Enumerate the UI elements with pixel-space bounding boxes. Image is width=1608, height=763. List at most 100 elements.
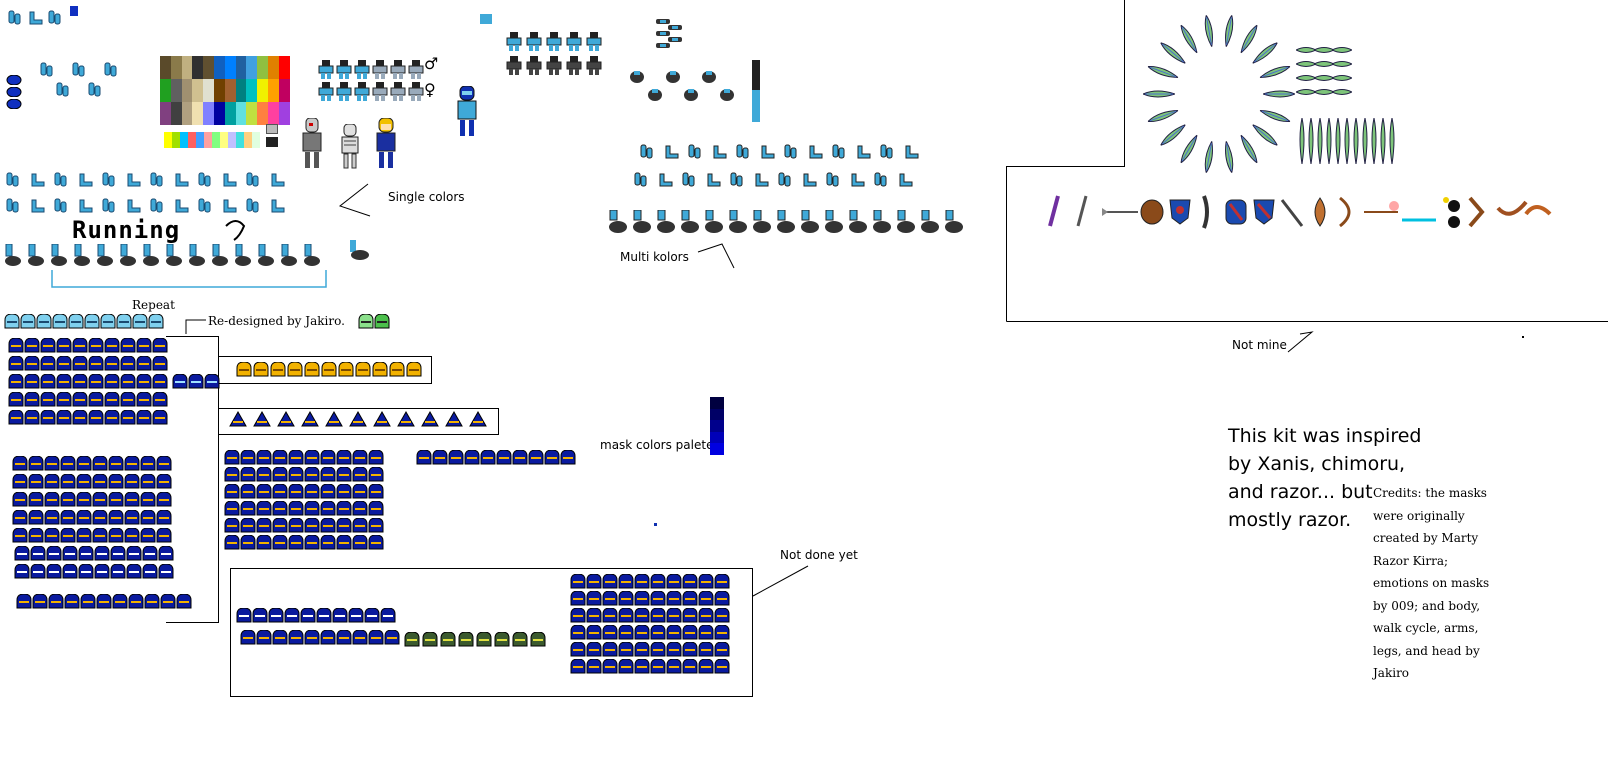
leaf-blade-sprite [1370, 117, 1378, 168]
arm-sprite [736, 144, 752, 164]
body-sprite [390, 60, 406, 84]
arm-sprite [778, 172, 794, 192]
palette-swatch [235, 56, 247, 79]
body-sprite [354, 60, 370, 84]
mask-sprite [352, 500, 368, 520]
mask-sprite [24, 391, 40, 411]
mask-sprite [116, 313, 132, 333]
mask-sprite [714, 590, 730, 610]
mask-sprite [156, 455, 172, 475]
shield-icon [1308, 192, 1344, 236]
palette-swatch [224, 79, 236, 102]
credits-line-8: legs, and head by [1373, 643, 1480, 658]
hand-sprite [6, 82, 22, 101]
mask-sprite [92, 509, 108, 529]
mask-sprite [698, 607, 714, 627]
arm-sprite [270, 198, 286, 218]
mask-sprite [64, 593, 80, 613]
mask-sprite [256, 629, 272, 649]
mask-sprite [94, 545, 110, 565]
mask-sprite [140, 455, 156, 475]
mask-sprite [320, 517, 336, 537]
arm-sprite [246, 198, 262, 218]
mask-sprite [28, 455, 44, 475]
mask-sprite [316, 607, 332, 627]
mask-sprite [92, 473, 108, 493]
mask-sprite [666, 658, 682, 678]
mask-sprite [12, 455, 28, 475]
mask-sprite [88, 373, 104, 393]
hand-sprite [630, 70, 646, 89]
mask-sprite [352, 483, 368, 503]
arm-sprite [222, 172, 238, 192]
leaf-blade-sprite [1146, 61, 1180, 83]
mask-sprite [32, 593, 48, 613]
mask-sprite [602, 641, 618, 661]
mask-sprite [320, 483, 336, 503]
mask-sprite [288, 466, 304, 486]
mask-sprite [78, 563, 94, 583]
mask-sprite [224, 534, 240, 554]
body-sprite [546, 56, 562, 80]
arm-sprite [656, 36, 672, 55]
mask-sprite [76, 509, 92, 529]
hand-sprite [6, 94, 22, 113]
mask-sprite [30, 563, 46, 583]
mask-sprite [120, 373, 136, 393]
body-sprite [408, 60, 424, 84]
mask-sprite [304, 500, 320, 520]
mask-sprite [368, 534, 384, 554]
mask-sprite [56, 337, 72, 357]
leaf-blade-rows [1294, 40, 1400, 168]
mask-sprite [586, 590, 602, 610]
mask-sprite [16, 593, 32, 613]
mask-palette-swatch [710, 420, 724, 433]
mask-sprite [352, 629, 368, 649]
mask-sprite [364, 607, 380, 627]
mask-sprite [304, 483, 320, 503]
mask-palette-swatch [710, 431, 724, 444]
arm-sprite [78, 172, 94, 192]
leaf-blade-sprite [1200, 139, 1217, 175]
arm-sprite [832, 144, 848, 164]
mask-sprite [586, 573, 602, 593]
running-leg-sprite [303, 243, 321, 270]
body-sprite [372, 82, 388, 106]
leaf-blade-sprite [1261, 88, 1297, 100]
mask-sprite [46, 545, 62, 565]
palette-swatch [235, 102, 247, 125]
mask-sprite [682, 590, 698, 610]
running-leg-sprite [27, 243, 45, 270]
hand-sprite [684, 88, 700, 107]
mask-sprite [56, 373, 72, 393]
mask-sprite [368, 500, 384, 520]
sword-icon [1280, 192, 1316, 236]
shield-icon [1252, 192, 1288, 236]
arm-sprite [198, 172, 214, 192]
mask-sprite [272, 517, 288, 537]
mask-sprite [108, 491, 124, 511]
running-leg-sprite [234, 243, 252, 270]
body-sprite [506, 56, 522, 80]
palette-swatch [172, 132, 180, 148]
witch-hat-masks-box [218, 408, 499, 435]
leaf-blade-sprite [1316, 117, 1324, 168]
mask-sprite [602, 573, 618, 593]
palette-swatch [164, 132, 172, 148]
running-leg-sprite [119, 243, 137, 270]
hand-sprite [648, 88, 664, 107]
body-sprite [318, 60, 334, 84]
gold-mask-sprite [406, 361, 422, 381]
gold-mask-sprite [372, 361, 388, 381]
arm-sprite [634, 172, 650, 192]
mask-sprite [124, 527, 140, 547]
mask-sprite [110, 563, 126, 583]
leg-sprite [848, 209, 870, 238]
body-sprite [546, 32, 562, 56]
palette-swatch [188, 132, 196, 148]
leaf-blade-sprite [1325, 117, 1333, 168]
leaf-blade-sprite [1249, 38, 1281, 68]
mask-sprite [56, 391, 72, 411]
mask-sprite [570, 590, 586, 610]
palette-swatch [214, 56, 225, 79]
